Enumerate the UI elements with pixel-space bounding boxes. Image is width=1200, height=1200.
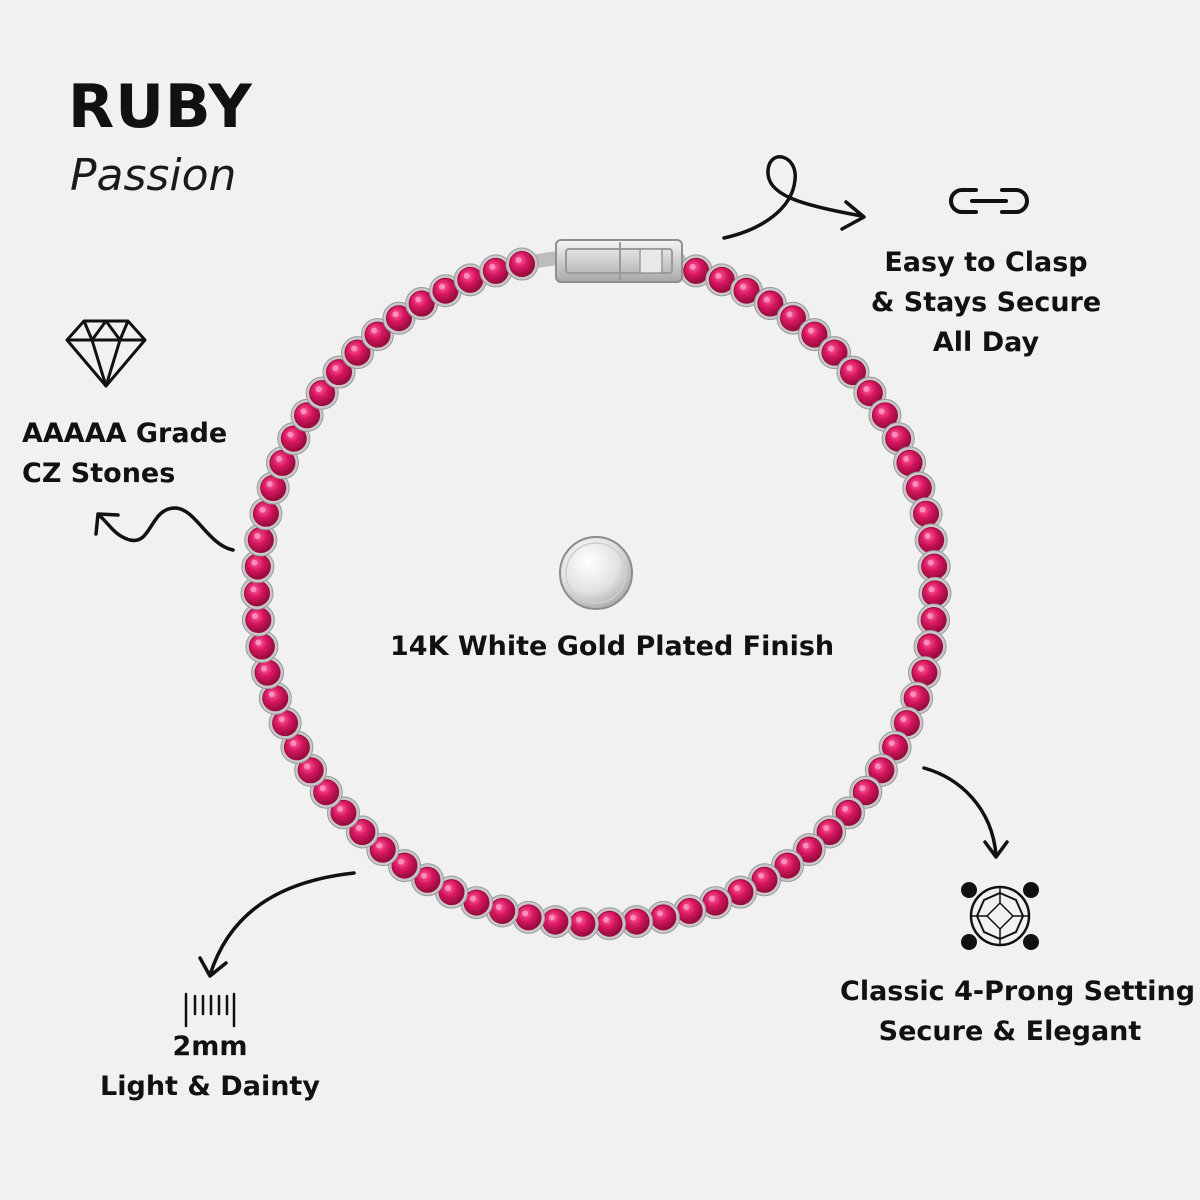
chain-link-icon [949, 188, 1029, 214]
bracelet-stone [890, 706, 924, 740]
bracelet-stone [245, 630, 279, 664]
four-prong-icon [961, 882, 1039, 950]
feature-width: 2mm Light & Dainty [100, 1027, 320, 1107]
arrow-stones [98, 506, 235, 552]
arrowhead-stones [94, 512, 120, 536]
feature-setting: Classic 4-Prong Setting Secure & Elegant [840, 972, 1196, 1052]
bracelet-stone [268, 706, 302, 740]
bracelet-stone [251, 656, 285, 690]
bracelet-stone [593, 907, 627, 941]
bracelet-stone [698, 886, 732, 920]
bracelet-stones [240, 247, 952, 941]
arrowhead-width [198, 956, 228, 978]
bracelet-stone [907, 656, 941, 690]
bracelet-stone [241, 550, 275, 584]
bracelet-stone [730, 274, 764, 308]
bracelet-stone [538, 905, 572, 939]
feature-stones: AAAAA Grade CZ Stones [22, 414, 227, 494]
bracelet-stone [280, 730, 314, 764]
bracelet-stone [900, 681, 934, 715]
bracelet-stone [646, 900, 680, 934]
bracelet-clasp [555, 239, 683, 283]
feature-stones-line: CZ Stones [22, 458, 176, 489]
bracelet-stone [460, 886, 494, 920]
bracelet-stone [240, 576, 274, 610]
bracelet-stone [902, 471, 936, 505]
bracelet-stone [881, 422, 915, 456]
bracelet-stone [256, 471, 290, 505]
bracelet-stone [435, 875, 469, 909]
feature-finish: 14K White Gold Plated Finish [390, 627, 835, 667]
bracelet-stone [909, 497, 943, 531]
feature-stones-line: AAAAA Grade [22, 418, 228, 449]
bracelet-stone [893, 446, 927, 480]
bracelet-stone [326, 796, 360, 830]
bracelet-stone [797, 318, 831, 352]
feature-clasp-line: Easy to Clasp [884, 247, 1088, 278]
silver-disc-icon [559, 536, 633, 610]
feature-width-line: 2mm [172, 1031, 248, 1062]
product-title: RUBY [68, 72, 253, 142]
bracelet-stone [918, 576, 952, 610]
bracelet-stone [917, 550, 951, 584]
arrow-width [208, 871, 356, 977]
arrowhead-clasp [840, 200, 866, 231]
feature-setting-line: Secure & Elegant [878, 1016, 1142, 1047]
product-subtitle: Passion [70, 150, 237, 201]
feature-clasp-line: All Day [932, 327, 1040, 358]
bracelet-stone [249, 497, 283, 531]
bracelet-stone [748, 863, 782, 897]
feature-clasp-line: & Stays Secure [870, 287, 1102, 318]
bracelet-stone [241, 603, 275, 637]
arrow-clasp [722, 155, 864, 240]
bracelet-stone [405, 287, 439, 321]
arrowhead-setting [983, 840, 1009, 859]
bracelet-stone [723, 875, 757, 909]
bracelet-stone [387, 849, 421, 883]
tennis-bracelet [240, 239, 952, 941]
ruler-icon [184, 992, 236, 1028]
bracelet-stone [258, 681, 292, 715]
feature-width-line: Light & Dainty [100, 1071, 320, 1102]
bracelet-stone [453, 263, 487, 297]
bracelet-stone [265, 446, 299, 480]
diamond-icon [65, 319, 147, 388]
arrow-setting [922, 766, 998, 857]
feature-setting-line: Classic 4-Prong Setting [840, 976, 1196, 1007]
bracelet-stone [428, 274, 462, 308]
feature-clasp: Easy to Clasp & Stays Secure All Day [866, 243, 1106, 363]
bracelet-stone [620, 905, 654, 939]
bracelet-stone [913, 630, 947, 664]
bracelet-stone [485, 894, 519, 928]
feature-finish-line: 14K White Gold Plated Finish [390, 631, 835, 662]
bracelet-stone [505, 247, 539, 281]
bracelet-stone [512, 900, 546, 934]
